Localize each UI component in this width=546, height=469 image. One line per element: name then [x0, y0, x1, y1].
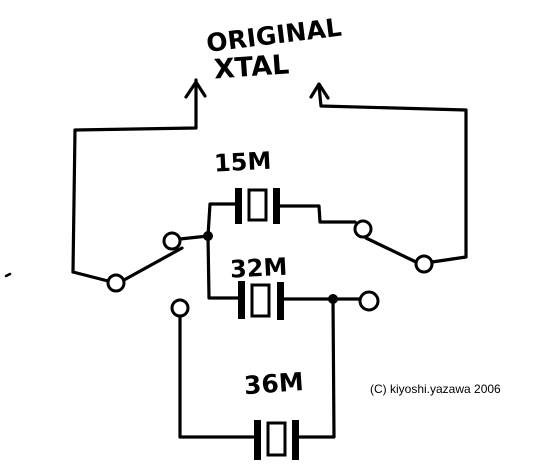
left-junction-dot: [203, 231, 213, 241]
left-switch-blade: [122, 246, 184, 282]
right-switch-upper-contact: [353, 219, 373, 239]
right-switch-common-contact: [414, 254, 434, 274]
left-bus-wire: [178, 202, 240, 300]
right-switch-lower-contact: [358, 290, 380, 312]
bottom-right-lead: [298, 297, 336, 439]
bottom-left-lead: [178, 314, 255, 439]
crystal-15m-right-lead: [278, 204, 357, 224]
left-output-lead: [71, 78, 198, 274]
crystal-15m-symbol: [235, 188, 280, 224]
right-output-lead: [317, 84, 468, 264]
left-switch-common-lead: [71, 270, 110, 283]
crystal-36m-symbol: [254, 420, 299, 460]
right-switch-blade: [364, 236, 418, 264]
stray-pen-mark: [4, 272, 12, 278]
crystal-32m-label: 32M: [229, 253, 288, 284]
right-arrow-head: [309, 82, 330, 100]
crystal-15m-label: 15M: [213, 147, 272, 178]
left-switch-common-contact: [106, 273, 126, 293]
crystal-36m-label: 36M: [243, 367, 305, 400]
xtal-label: XTAL: [213, 49, 290, 85]
left-switch-lower-contact: [170, 298, 190, 318]
crystal-32m-symbol: [238, 281, 284, 320]
left-arrow-head: [184, 80, 207, 99]
left-switch-upper-contact: [162, 231, 182, 251]
copyright-text: (C) kiyoshi.yazawa 2006: [370, 382, 501, 396]
